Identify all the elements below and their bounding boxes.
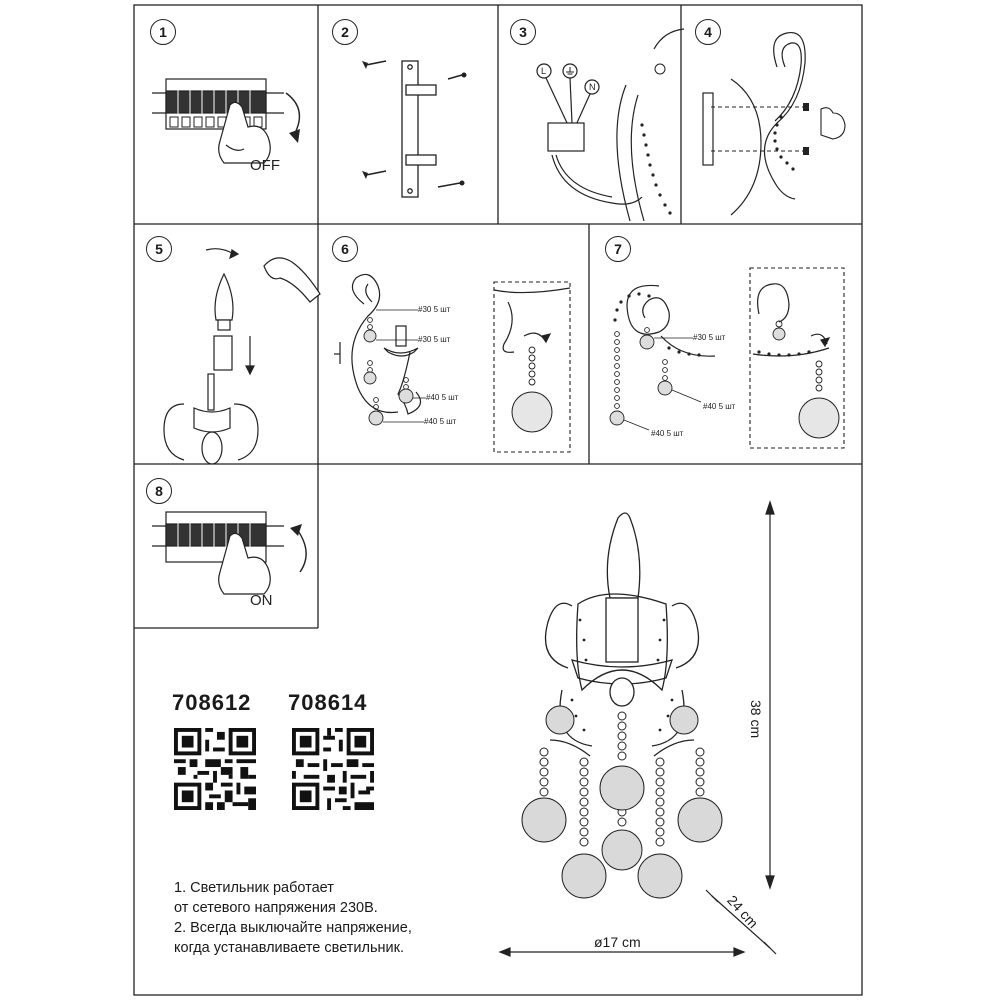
crystal-icon [521,705,723,899]
hand-icon [218,101,271,164]
part-label-30: #30 5 шт [693,333,726,342]
wire-label-n: N [589,82,596,92]
step-7-panel: 7 [589,224,862,464]
crystal-hanging-diagram-2 [609,267,845,449]
model-number-1: 708612 [172,690,252,715]
off-label: OFF [250,157,280,174]
part-label-40b: #40 5 шт [424,417,457,426]
part-label-40a: #40 5 шт [426,393,459,402]
step-number-badge: 4 [695,19,721,45]
crystal-icon [772,327,786,341]
step-number-badge: 8 [146,478,172,504]
width-dimension: ø17 cm [594,934,641,950]
qr-code-icon [174,728,256,810]
step-number-badge: 5 [146,236,172,262]
note-line-1: 1. Светильник работает [174,880,334,896]
note-line-3: 2. Всегда выключайте напряжение, [174,920,412,936]
arrow-icon [285,92,301,143]
hand-icon [218,532,271,595]
step-4-panel: 4 [681,5,862,224]
mounting-diagram [702,31,846,216]
hand-icon [820,107,846,140]
part-label-30b: #30 5 шт [418,335,451,344]
step-8-panel: 8 ON [134,464,318,628]
wire-label-l: L [541,66,547,76]
step-5-panel: 5 [134,224,321,465]
crystal-icon [511,391,553,433]
step-number-badge: 7 [605,236,631,262]
step-number-badge: 3 [510,19,536,45]
step-3-panel: 3 [498,5,685,224]
step-number-badge: 1 [150,19,176,45]
ground-symbol-icon [566,67,574,75]
crystal-icon [609,334,673,426]
wiring-diagram [536,28,685,222]
height-dimension: 38 cm [748,700,764,739]
step-2-panel: 2 [318,5,498,224]
crystal-icon [798,397,840,439]
step-number-badge: 6 [332,236,358,262]
model-number-2: 708614 [288,690,368,715]
note-line-4: когда устанавливаете светильник. [174,940,405,956]
part-label-40b: #40 5 шт [651,429,684,438]
step-1-panel: 1 [134,5,318,224]
on-label: ON [250,592,273,609]
part-label-40a: #40 5 шт [703,402,736,411]
qr-code-icon [292,728,374,810]
arrow-icon [290,524,307,573]
note-line-2: от сетевого напряжения 230В. [174,900,378,916]
step-6-panel: 6 [318,224,589,464]
crystal-icon [363,329,414,426]
circuit-breaker-icon [152,511,307,595]
bulb-icon [163,248,321,465]
step-number-badge: 2 [332,19,358,45]
mounting-bracket-diagram [362,60,467,198]
crystal-hanging-diagram [334,273,571,453]
screw-icon [365,60,463,188]
part-label-30a: #30 5 шт [418,305,451,314]
